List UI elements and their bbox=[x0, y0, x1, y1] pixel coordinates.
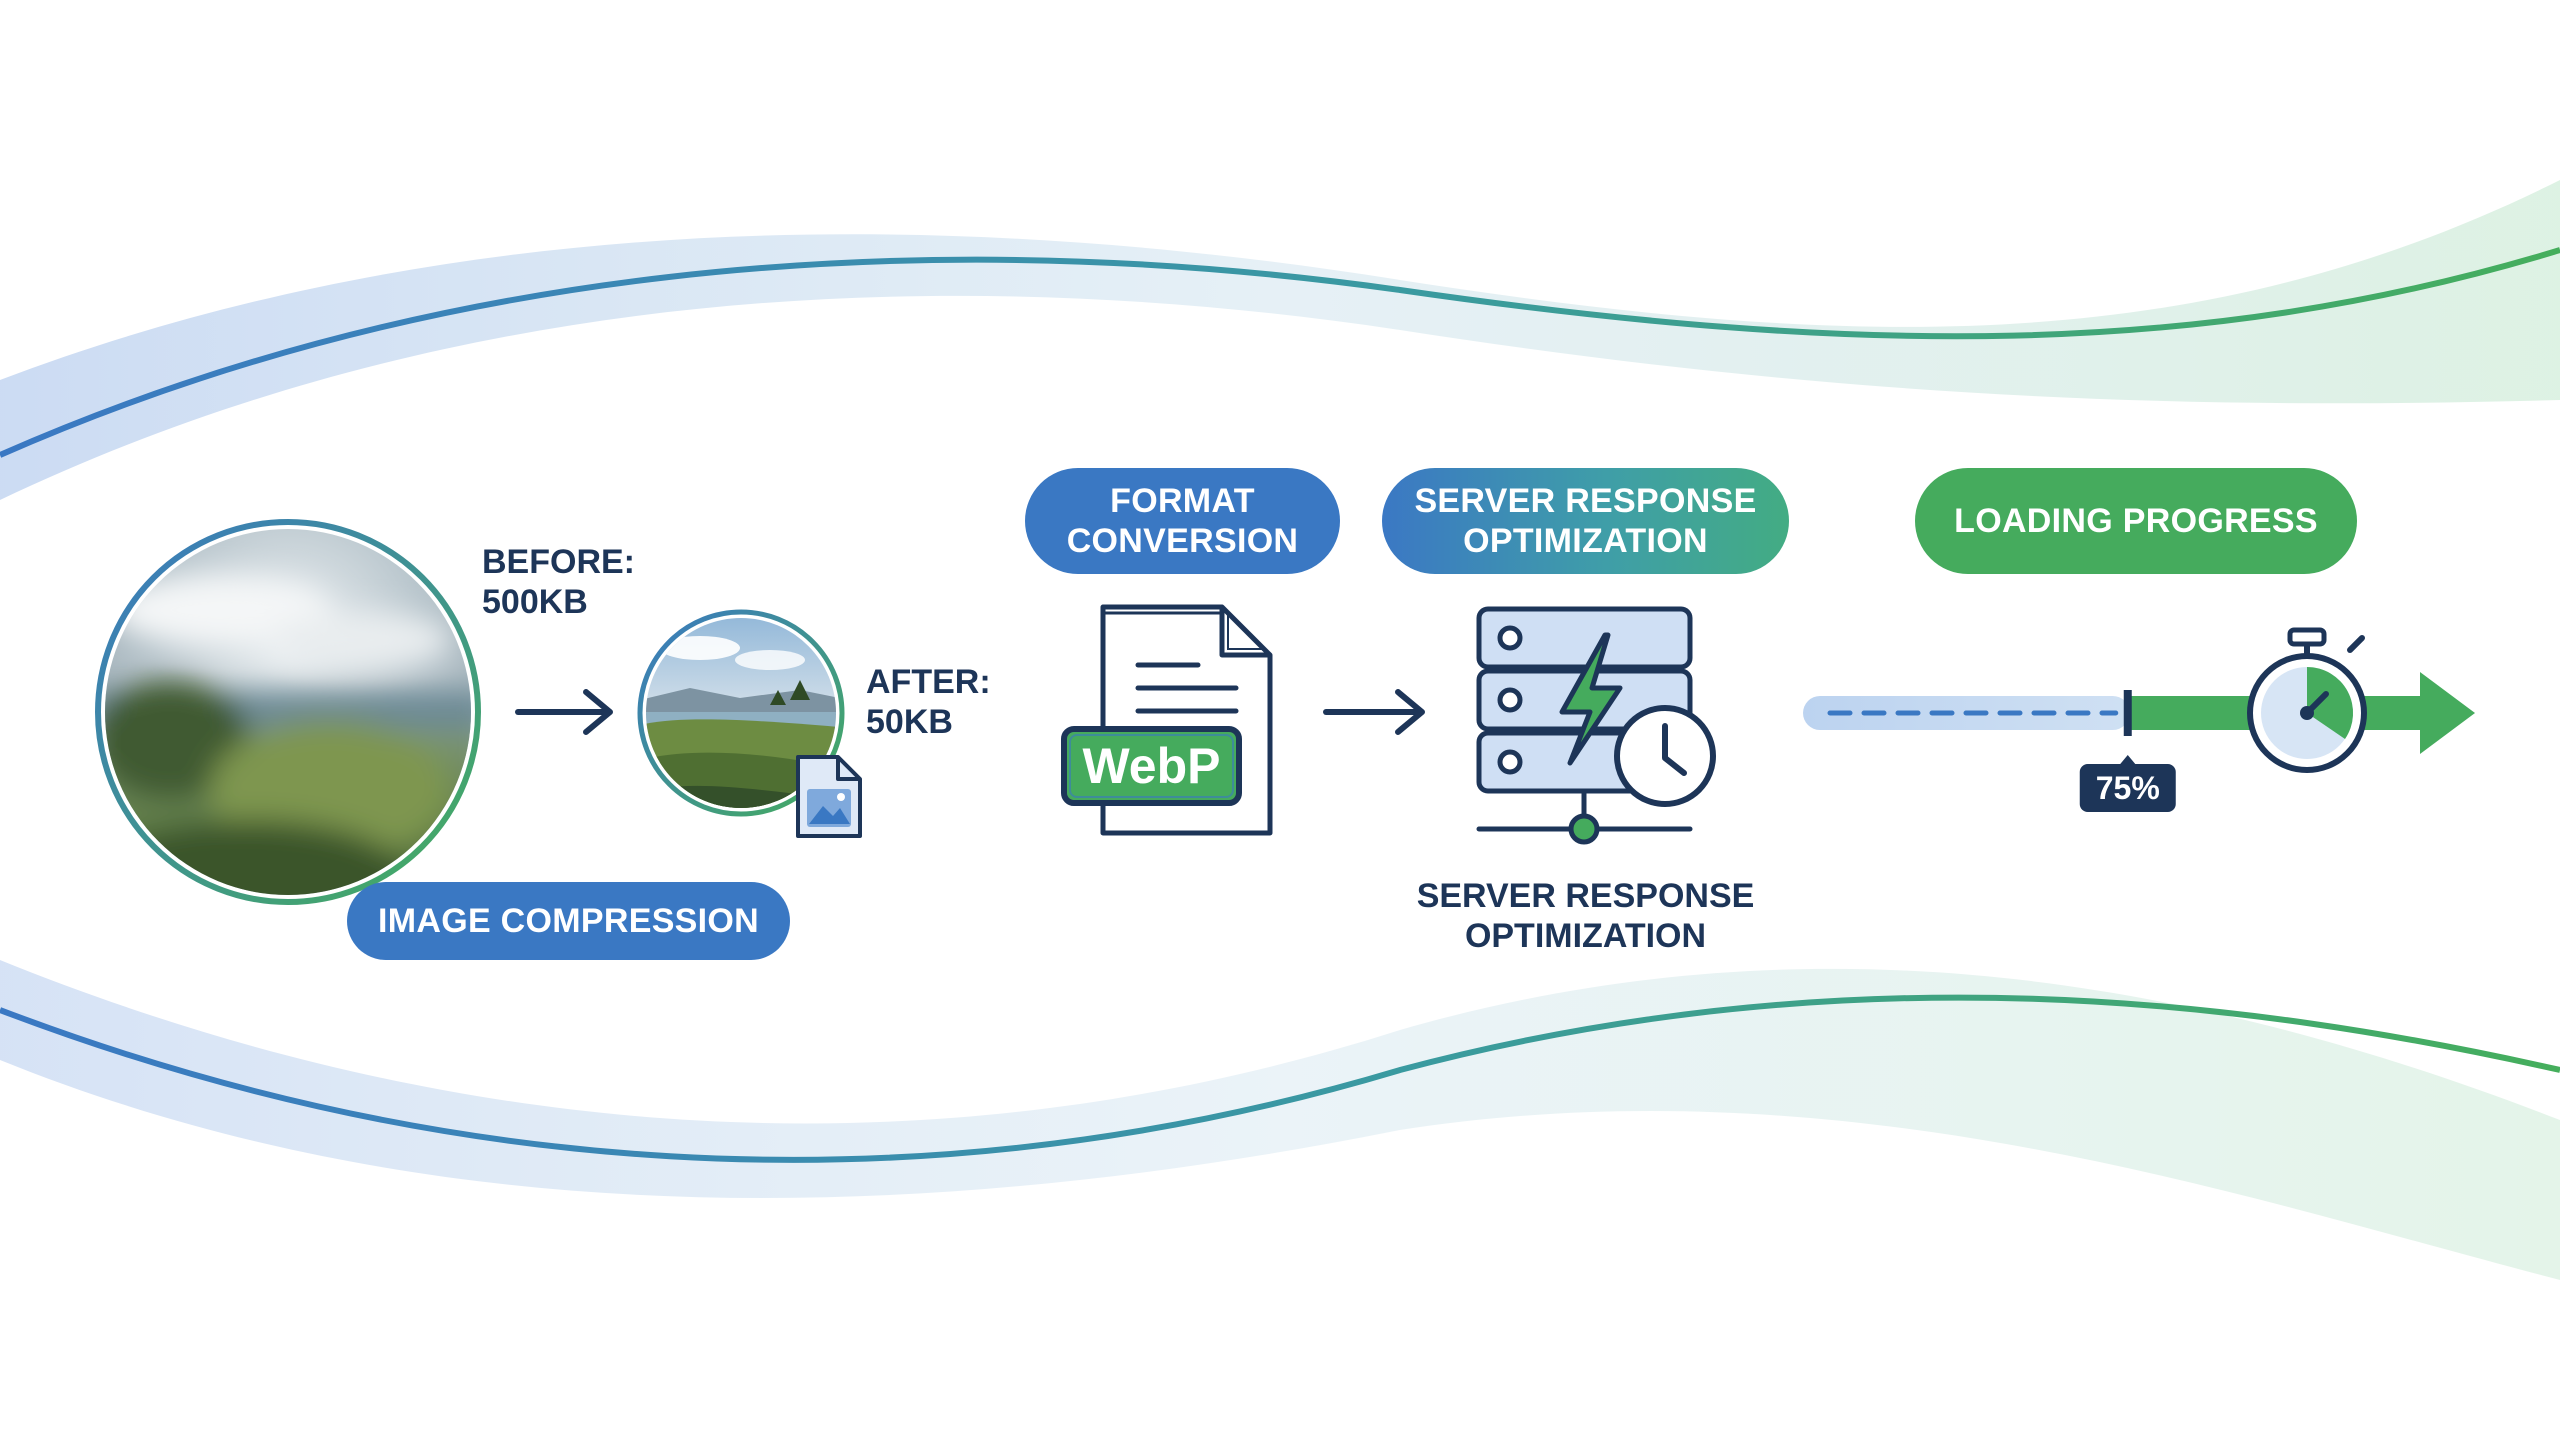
arrow-right-icon bbox=[1323, 689, 1425, 735]
after-label: AFTER: bbox=[866, 663, 991, 701]
before-label: BEFORE: bbox=[482, 543, 635, 581]
image-file-icon bbox=[796, 755, 862, 838]
server-response-line2: OPTIMIZATION bbox=[1463, 522, 1708, 560]
stopwatch-icon bbox=[2247, 627, 2367, 773]
after-size-label: AFTER: 50KB bbox=[866, 662, 991, 742]
top-wave-line bbox=[0, 247, 2560, 458]
loading-progress-bar bbox=[1803, 672, 2475, 812]
format-conversion-line1: FORMAT bbox=[1110, 482, 1255, 520]
bottom-wave-line bbox=[0, 994, 2560, 1163]
progress-badge bbox=[2079, 764, 2176, 812]
format-conversion-line2: CONVERSION bbox=[1066, 522, 1299, 560]
webp-badge bbox=[1061, 726, 1242, 806]
server-icon bbox=[1476, 606, 1693, 845]
webp-badge-text: WebP bbox=[1082, 738, 1221, 794]
before-size-label: BEFORE: 500KB bbox=[482, 542, 635, 622]
format-conversion-pill: FORMAT CONVERSION bbox=[1025, 468, 1340, 574]
server-response-caption: SERVER RESPONSE OPTIMIZATION bbox=[1383, 876, 1788, 956]
image-compression-label: IMAGE COMPRESSION bbox=[377, 902, 760, 940]
bottom-wave-band bbox=[0, 960, 2560, 1280]
before-image bbox=[105, 529, 471, 895]
server-caption-line1: SERVER RESPONSE bbox=[1416, 877, 1755, 915]
before-image-ring bbox=[95, 519, 481, 905]
server-caption-line2: OPTIMIZATION bbox=[1464, 917, 1707, 955]
loading-progress-pill: LOADING PROGRESS bbox=[1915, 468, 2357, 574]
after-size: 50KB bbox=[866, 703, 953, 741]
progress-percent-text: 75% bbox=[2095, 770, 2160, 806]
arrow-right-icon bbox=[515, 689, 613, 735]
document-icon bbox=[1061, 604, 1273, 836]
image-compression-pill: IMAGE COMPRESSION bbox=[347, 882, 790, 960]
lightning-icon bbox=[1559, 632, 1623, 766]
after-image-ring bbox=[637, 609, 845, 817]
server-response-pill: SERVER RESPONSE OPTIMIZATION bbox=[1382, 468, 1789, 574]
loading-progress-label: LOADING PROGRESS bbox=[1954, 502, 2318, 540]
top-wave-band bbox=[0, 180, 2560, 500]
clock-icon bbox=[1614, 705, 1716, 807]
before-size: 500KB bbox=[482, 583, 588, 621]
server-response-line1: SERVER RESPONSE bbox=[1414, 482, 1757, 520]
